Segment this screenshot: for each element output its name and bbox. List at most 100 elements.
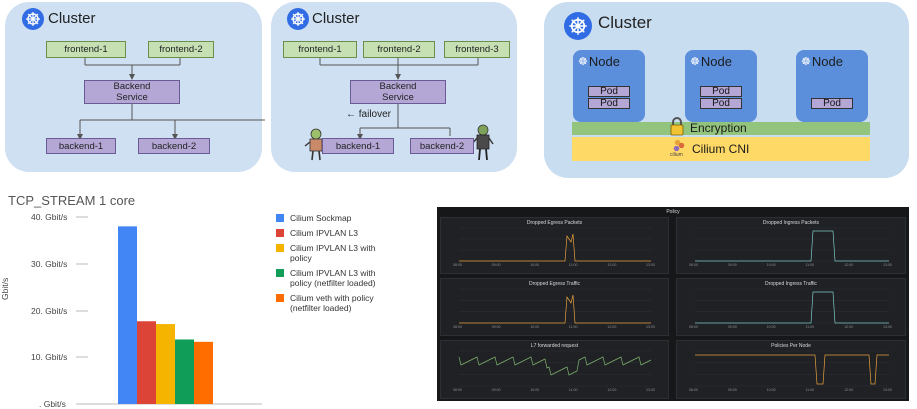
cilium-logo-text: cilium xyxy=(670,152,683,158)
backend-service-box: Backend Service xyxy=(350,80,446,104)
y-tick-label: 20. Gbit/s xyxy=(31,306,68,316)
panel-time-label: 10:00 xyxy=(766,263,776,267)
panel-time-label: 11:00 xyxy=(568,388,578,392)
panel-title: Dropped Egress Packets xyxy=(526,220,583,226)
cilium-cni-bar xyxy=(572,137,870,161)
panel-graph xyxy=(695,350,889,387)
panel-time-label: 10:00 xyxy=(530,263,540,267)
panel-title: L7 forwarded request xyxy=(530,343,579,349)
node-label: ☸Node xyxy=(578,54,620,69)
kubernetes-icon: ☸ xyxy=(578,56,588,68)
bar-5 xyxy=(194,341,213,404)
panel-time-label: 12:00 xyxy=(844,325,854,329)
kubernetes-icon: ☸ xyxy=(690,56,700,68)
panel-time-label: 13:00 xyxy=(883,263,892,267)
encryption-bar xyxy=(572,122,870,135)
panel-time-label: 13:00 xyxy=(883,325,892,329)
pod-box: Pod xyxy=(588,86,630,97)
encryption-label: Encryption xyxy=(690,121,747,135)
y-tick-label: 40. Gbit/s xyxy=(31,212,68,222)
panel-time-label: 13:00 xyxy=(646,263,655,267)
dashboard-title: Policy xyxy=(666,209,680,215)
panel-time-label: 12:00 xyxy=(844,263,854,267)
panel-graph xyxy=(695,288,889,324)
backend-service-box: Backend Service xyxy=(84,80,180,104)
panel-graph xyxy=(458,350,652,387)
legend-swatch xyxy=(276,214,284,222)
kubernetes-icon xyxy=(564,12,592,40)
cluster-a-title: Cluster xyxy=(48,10,96,27)
panel-time-label: 09:00 xyxy=(491,325,501,329)
backend-box: backend-2 xyxy=(410,138,474,154)
y-tick-label: 10. Gbit/s xyxy=(31,352,68,362)
frontend-box: frontend-3 xyxy=(444,41,510,58)
panel-time-label: 08:00 xyxy=(453,325,462,329)
bar-4 xyxy=(175,339,194,404)
panel-time-label: 08:00 xyxy=(689,325,698,329)
pod-box: Pod xyxy=(588,98,630,109)
panel-time-label: 09:00 xyxy=(491,388,501,392)
bar-1 xyxy=(118,226,137,404)
panel-title: Dropped Ingress Traffic xyxy=(765,281,817,287)
legend-item: Cilium IPVLAN L3 with policy xyxy=(276,243,396,263)
panel-time-label: 12:00 xyxy=(607,263,617,267)
bar-2 xyxy=(137,321,156,404)
panel-time-label: 10:00 xyxy=(530,325,540,329)
legend-item: Cilium IPVLAN L3 with policy (netfilter … xyxy=(276,268,396,288)
panel-time-label: 08:00 xyxy=(453,263,462,267)
panel-time-label: 08:00 xyxy=(689,263,698,267)
bar-3 xyxy=(156,324,175,404)
legend-swatch xyxy=(276,244,284,252)
pod-box: Pod xyxy=(700,86,742,97)
kubernetes-icon: ☸ xyxy=(801,56,811,68)
y-tick-label: 30. Gbit/s xyxy=(31,259,68,269)
cilium-cni-label: Cilium CNI xyxy=(692,142,750,156)
panel-time-label: 12:00 xyxy=(607,325,617,329)
cluster-b-connectors xyxy=(319,58,479,140)
panel-time-label: 12:00 xyxy=(607,388,617,392)
frontend-box: frontend-1 xyxy=(283,41,357,58)
legend-swatch xyxy=(276,229,284,237)
panel-time-label: 13:00 xyxy=(646,325,655,329)
panel-time-label: 09:00 xyxy=(727,388,737,392)
kubernetes-icon xyxy=(287,8,309,30)
legend-swatch xyxy=(276,269,284,277)
panel-title: Dropped Ingress Packets xyxy=(762,220,820,226)
backend-box: backend-1 xyxy=(322,138,394,154)
cluster-b-title: Cluster xyxy=(312,10,360,27)
legend-swatch xyxy=(276,294,284,302)
frontend-box: frontend-1 xyxy=(46,41,126,58)
panel-time-label: 11:00 xyxy=(805,388,815,392)
panel-time-label: 13:00 xyxy=(883,388,892,392)
kubernetes-icon xyxy=(22,8,44,30)
panel-time-label: 10:00 xyxy=(766,388,776,392)
y-tick-label: . Gbit/s xyxy=(39,399,66,409)
panel-time-label: 10:00 xyxy=(530,388,540,392)
pod-box: Pod xyxy=(700,98,742,109)
panel-time-label: 11:00 xyxy=(805,325,815,329)
panel-time-label: 08:00 xyxy=(689,388,698,392)
panel-title: Policies Per Node xyxy=(771,343,811,349)
panel-time-label: 09:00 xyxy=(727,263,737,267)
lock-icon xyxy=(670,117,684,136)
zombie-illustration xyxy=(304,128,328,161)
chart-title: TCP_STREAM 1 core xyxy=(8,193,136,208)
failover-label: ← failover xyxy=(346,109,392,120)
panel-graph xyxy=(459,288,652,324)
panel-time-label: 11:00 xyxy=(568,325,578,329)
backend-box: backend-2 xyxy=(138,138,210,154)
pod-box: Pod xyxy=(811,98,853,109)
panel-time-label: 10:00 xyxy=(766,325,776,329)
panel-time-label: 09:00 xyxy=(491,263,501,267)
cluster-c-title: Cluster xyxy=(598,13,652,32)
frontend-box: frontend-2 xyxy=(363,41,435,58)
panel-graph xyxy=(459,227,652,262)
panel-graph xyxy=(695,227,889,262)
